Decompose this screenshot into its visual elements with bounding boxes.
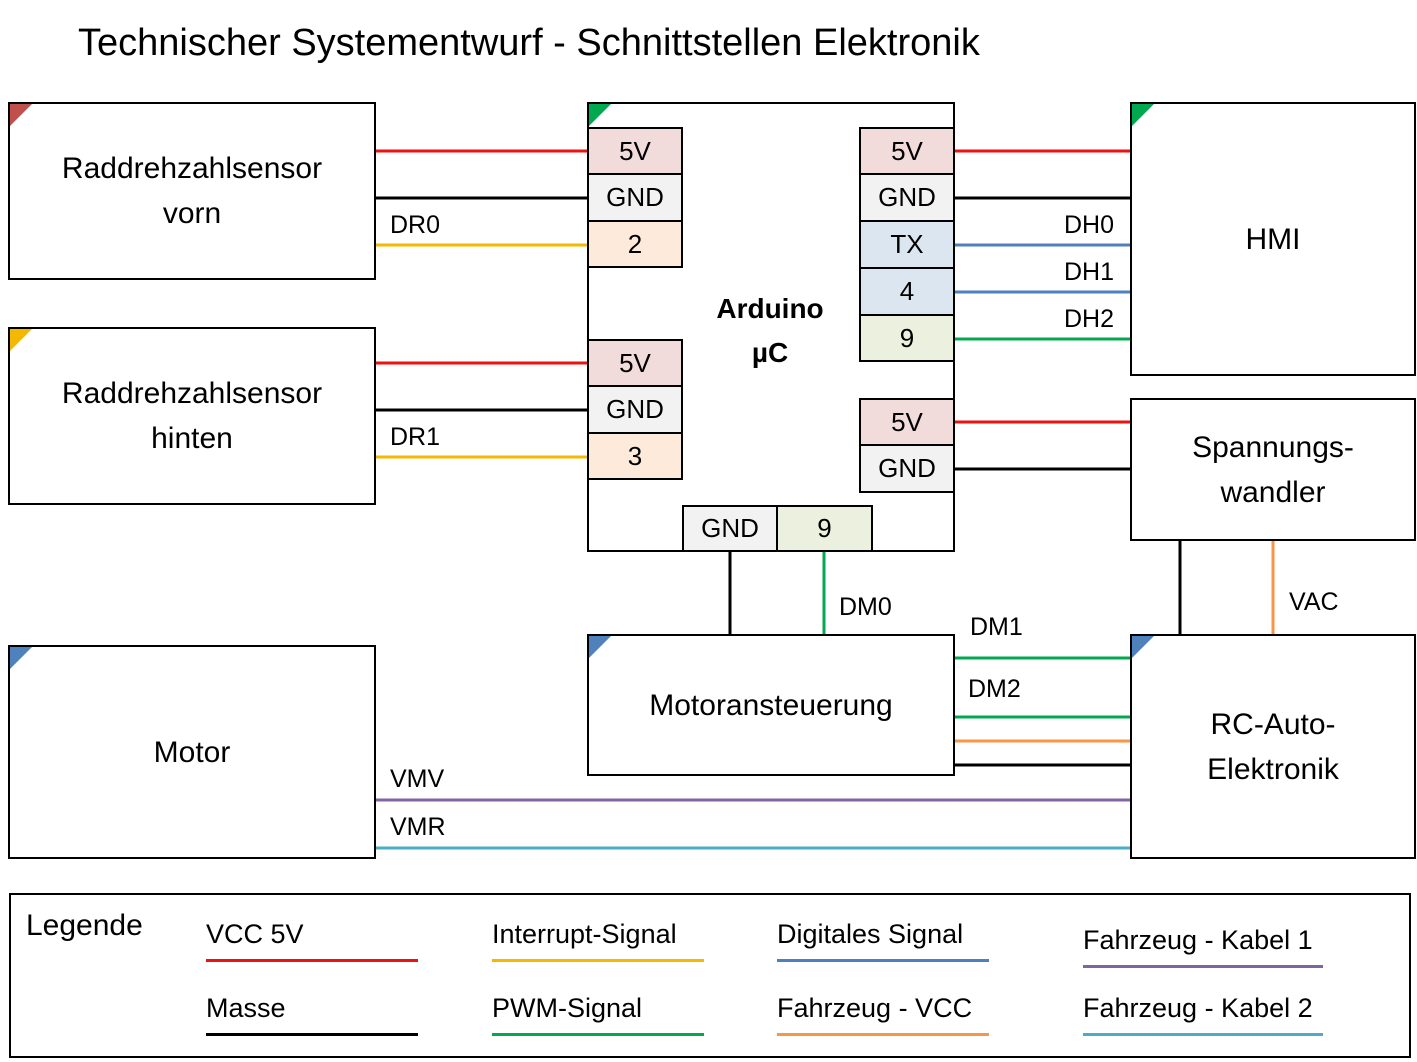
corner-marker-red xyxy=(10,104,32,126)
block-label: HMI xyxy=(1245,222,1301,256)
corner-marker-blue xyxy=(10,647,32,669)
pin-gnd: GND xyxy=(859,173,955,222)
signal-label-vmr: VMR xyxy=(390,813,446,841)
legend-item-fahrzeug-vcc: Fahrzeug - VCC xyxy=(777,993,989,1036)
pin-5v: 5V xyxy=(859,127,955,175)
signal-label-dh0: DH0 xyxy=(1064,211,1115,239)
legend-title: Legende xyxy=(26,909,143,942)
block-label: Motoransteuerung xyxy=(649,688,893,722)
block-motor-control: Motoransteuerung xyxy=(587,634,955,776)
block-label: hinten xyxy=(151,422,233,455)
block-label: RC-Auto- xyxy=(1210,707,1336,741)
legend-label: Fahrzeug - Kabel 1 xyxy=(1083,925,1313,955)
pin-4: 4 xyxy=(859,267,955,316)
pin-2: 2 xyxy=(587,220,683,268)
legend-label: PWM-Signal xyxy=(492,993,643,1023)
pin-gnd: GND xyxy=(587,173,683,222)
legend-item-kabel1: Fahrzeug - Kabel 1 xyxy=(1083,925,1323,968)
signal-label-dh2: DH2 xyxy=(1064,305,1115,333)
block-sensor-front: Raddrehzahlsensor vorn xyxy=(8,102,376,280)
block-label: vorn xyxy=(162,197,222,230)
signal-label-vmv: VMV xyxy=(390,765,445,793)
arduino-label: Arduino µC xyxy=(680,287,860,375)
pin-3: 3 xyxy=(587,432,683,480)
signal-label-dh1: DH1 xyxy=(1064,258,1115,286)
signal-label-dm1: DM1 xyxy=(970,613,1023,641)
legend-line xyxy=(1083,1033,1323,1036)
block-motor: Motor xyxy=(8,645,376,859)
legend-item-masse: Masse xyxy=(206,993,418,1036)
legend-label: Digitales Signal xyxy=(777,919,964,949)
pin-gnd: GND xyxy=(859,444,955,493)
block-label: Motor xyxy=(153,735,231,769)
legend-line xyxy=(206,1033,418,1036)
signal-label-dr0: DR0 xyxy=(390,211,441,239)
block-hmi: HMI xyxy=(1130,102,1416,376)
legend-label: VCC 5V xyxy=(206,919,304,949)
block-sensor-rear: Raddrehzahlsensor hinten xyxy=(8,327,376,505)
legend-label: Fahrzeug - VCC xyxy=(777,993,973,1023)
corner-marker-blue xyxy=(1132,636,1154,658)
corner-marker-blue xyxy=(589,636,611,658)
signal-label-dm2: DM2 xyxy=(968,675,1021,703)
block-label: Raddrehzahlsensor xyxy=(61,152,323,185)
legend-label: Interrupt-Signal xyxy=(492,919,677,949)
legend: Legende VCC 5V Masse Interrupt-Signal PW… xyxy=(9,893,1411,1058)
pin-5v: 5V xyxy=(859,398,955,446)
block-label: Elektronik xyxy=(1207,752,1339,786)
pin-gnd: GND xyxy=(587,385,683,434)
legend-line xyxy=(492,959,704,962)
pin-9: 9 xyxy=(776,505,873,552)
block-rc-electronics: RC-Auto- Elektronik xyxy=(1130,634,1416,859)
corner-marker-yellow xyxy=(10,329,32,351)
pin-9: 9 xyxy=(859,314,955,362)
corner-marker-green xyxy=(1132,104,1154,126)
block-label: Raddrehzahlsensor xyxy=(61,377,323,410)
legend-item-kabel2: Fahrzeug - Kabel 2 xyxy=(1083,993,1323,1036)
legend-label: Fahrzeug - Kabel 2 xyxy=(1083,993,1313,1023)
arduino-label-line2: µC xyxy=(751,337,789,368)
block-label: wandler xyxy=(1220,475,1326,509)
arduino-label-line1: Arduino xyxy=(716,293,824,324)
pin-5v: 5V xyxy=(587,127,683,175)
pin-tx: TX xyxy=(859,220,955,269)
legend-item-pwm: PWM-Signal xyxy=(492,993,704,1036)
pin-5v: 5V xyxy=(587,339,683,387)
legend-line xyxy=(206,959,418,962)
legend-item-interrupt: Interrupt-Signal xyxy=(492,919,704,962)
signal-label-vac: VAC xyxy=(1289,588,1339,616)
signal-label-dr1: DR1 xyxy=(390,423,441,451)
diagram-title: Technischer Systementwurf - Schnittstell… xyxy=(78,22,980,64)
legend-item-digital: Digitales Signal xyxy=(777,919,989,962)
legend-line xyxy=(492,1033,704,1036)
block-label: Spannungs- xyxy=(1192,430,1354,464)
pin-gnd: GND xyxy=(682,505,778,552)
legend-line xyxy=(777,959,989,962)
signal-label-dm0: DM0 xyxy=(839,593,892,621)
legend-item-vcc5v: VCC 5V xyxy=(206,919,418,962)
block-voltage-converter: Spannungs-wandler xyxy=(1130,398,1416,541)
legend-line xyxy=(1083,965,1323,968)
legend-line xyxy=(777,1033,989,1036)
corner-marker-green xyxy=(589,104,611,126)
legend-label: Masse xyxy=(206,993,286,1023)
